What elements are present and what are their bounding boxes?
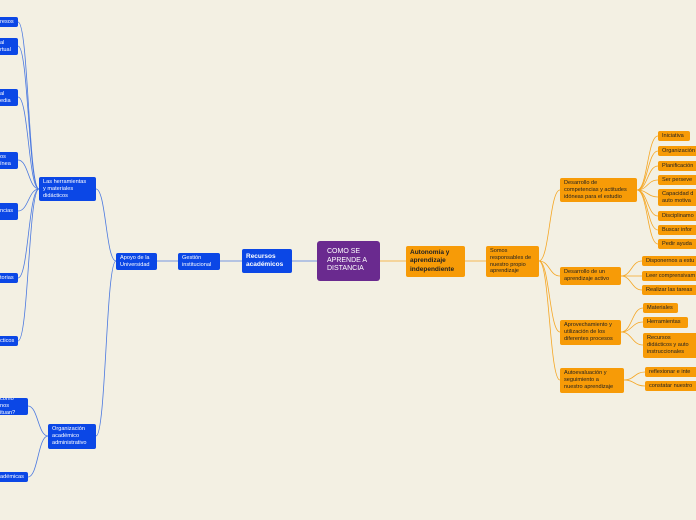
leaf-iniciativa[interactable]: Iniciativa: [658, 131, 690, 141]
link-herramientas-leaf-2: [17, 45, 40, 190]
leaf-organizacion[interactable]: Organización: [658, 146, 696, 156]
branch-autoevaluacion[interactable]: Autoevaluación y seguimiento a nuestro a…: [560, 368, 624, 393]
link-b4-leaf-2: [623, 379, 646, 387]
link-apoyo-organizacion: [95, 260, 117, 437]
leaf-buscar-informacion[interactable]: Buscar infor: [658, 225, 696, 235]
leaf-materiales[interactable]: Materiales: [643, 303, 678, 313]
leaf-herramientas-3[interactable]: al edia: [0, 89, 18, 106]
node-recursos-academicos[interactable]: Recursos académicos: [242, 249, 292, 273]
link-herramientas-leaf-1: [17, 21, 40, 190]
link-b1-leaf-4: [636, 179, 659, 191]
leaf-automotivacion[interactable]: Capacidad d auto motiva: [658, 189, 696, 206]
leaf-herramientas-4[interactable]: os ínea: [0, 152, 18, 169]
link-somos-b4: [538, 260, 561, 381]
branch-desarrollo-competencias[interactable]: Desarrollo de competencias y actitudes i…: [560, 178, 637, 202]
leaf-herramientas-2[interactable]: al rtual: [0, 38, 18, 55]
node-somos-responsables[interactable]: Somos responsables de nuestro propio apr…: [486, 246, 539, 277]
leaf-planificacion[interactable]: Planificación: [658, 161, 696, 171]
link-b4-leaf-1: [623, 371, 646, 381]
link-herramientas-leaf-4: [17, 159, 40, 190]
leaf-herramientas[interactable]: Herramientas: [643, 317, 688, 328]
link-somos-b1: [538, 189, 561, 262]
node-gestion-institucional[interactable]: Gestión institucional: [178, 253, 220, 270]
link-somos-b2: [538, 260, 561, 277]
link-b2-leaf-1: [620, 260, 643, 277]
node-organizacion-academico[interactable]: Organización académico administrativo: [48, 424, 96, 449]
link-b1-leaf-7: [636, 189, 659, 231]
link-b3-leaf-1: [620, 307, 644, 333]
branch-aprovechamiento[interactable]: Aprovechamiento y utilización de los dif…: [560, 320, 621, 345]
link-herramientas-leaf-7: [17, 188, 40, 342]
leaf-disponernos[interactable]: Disponernos a estu: [642, 256, 696, 266]
leaf-organizacion-1[interactable]: cómo nos ituan?: [0, 398, 28, 415]
link-b3-leaf-3: [620, 331, 644, 346]
leaf-leer-comprensivamente[interactable]: Leer comprensivam: [642, 271, 696, 281]
link-herramientas-leaf-6: [17, 188, 40, 279]
leaf-herramientas-5[interactable]: ncias: [0, 203, 18, 220]
link-herramientas-leaf-3: [17, 96, 40, 190]
link-b1-leaf-2: [636, 150, 659, 191]
link-b1-leaf-3: [636, 165, 659, 191]
leaf-reflexionar[interactable]: reflexionar e inte: [645, 367, 696, 377]
leaf-herramientas-1[interactable]: resos: [0, 17, 18, 27]
leaf-perseverante[interactable]: Ser perseve: [658, 175, 696, 185]
link-b2-leaf-3: [620, 275, 643, 291]
leaf-disciplina[interactable]: Disciplinamo: [658, 211, 696, 221]
node-apoyo-universidad[interactable]: Apoyo de la Universidad: [116, 253, 157, 270]
leaf-herramientas-6[interactable]: torias: [0, 273, 18, 283]
leaf-constatar[interactable]: constatar nuestro: [645, 381, 696, 391]
link-b1-leaf-8: [636, 189, 659, 245]
link-herramientas-leaf-5: [17, 188, 40, 212]
leaf-organizacion-2[interactable]: adémicas: [0, 472, 28, 482]
leaf-realizar-tareas[interactable]: Realizar las tareas: [642, 285, 696, 295]
leaf-herramientas-7[interactable]: cticos: [0, 336, 18, 346]
leaf-recursos-didacticos[interactable]: Recursos didácticos y auto instruccional…: [643, 333, 696, 358]
link-organizacion-leaf-1: [27, 405, 49, 437]
link-b1-leaf-1: [636, 135, 659, 191]
branch-aprendizaje-activo[interactable]: Desarrollo de un aprendizaje activo: [560, 267, 621, 285]
leaf-pedir-ayuda[interactable]: Pedir ayuda: [658, 239, 696, 249]
link-b3-leaf-2: [620, 321, 644, 333]
link-apoyo-herramientas: [95, 188, 117, 262]
node-herramientas-materiales[interactable]: Las herramientas y materiales didácticos: [39, 177, 96, 201]
central-topic[interactable]: COMO SE APRENDE A DISTANCIA: [317, 241, 380, 281]
link-organizacion-leaf-2: [27, 435, 49, 478]
link-somos-b3: [538, 260, 561, 333]
node-autonomia[interactable]: Autonomía y aprendizaje independiente: [406, 246, 465, 277]
